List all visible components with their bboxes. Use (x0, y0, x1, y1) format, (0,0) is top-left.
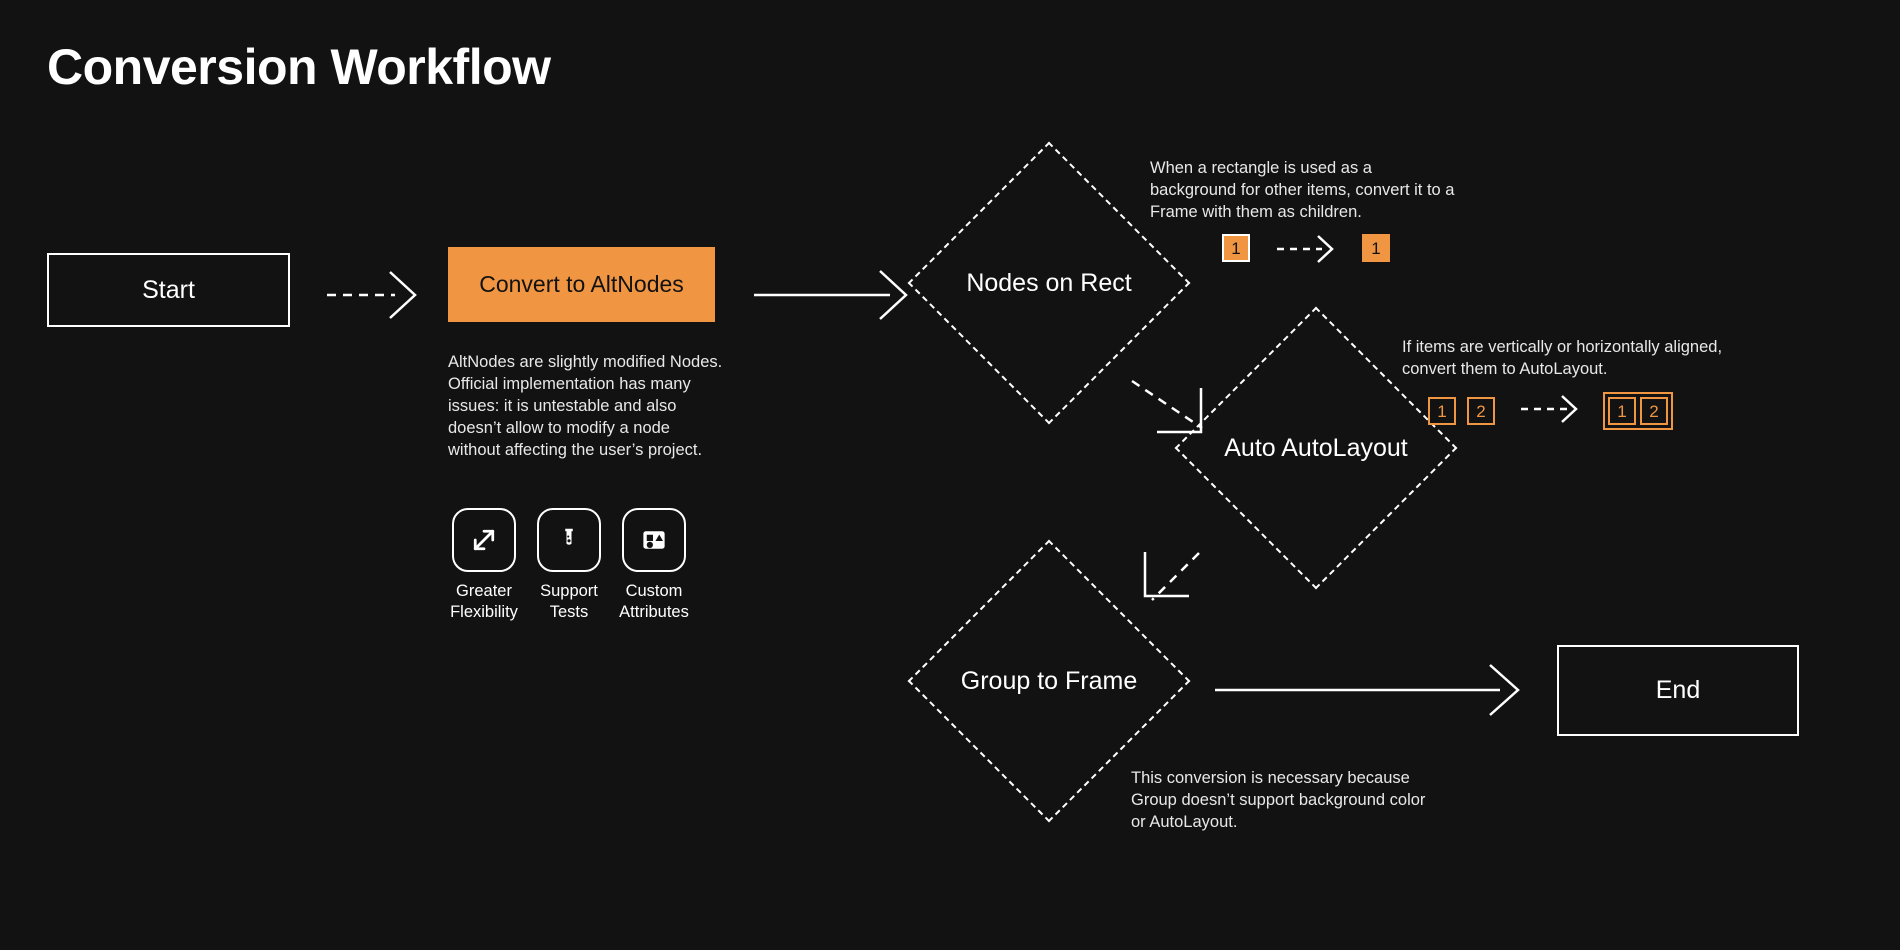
feature-label-line1: Greater (456, 582, 512, 600)
feature-label-line1: Support (540, 582, 598, 600)
node-convert-to-altnodes[interactable]: Convert to AltNodes (448, 247, 715, 322)
node-end[interactable]: End (1557, 645, 1799, 736)
expand-arrows-icon (452, 508, 516, 572)
node-group-to-frame[interactable]: Group to Frame (907, 539, 1191, 823)
feature-label: Custom Attributes (619, 581, 689, 622)
badge-before-1: 1 (1222, 234, 1250, 262)
note-group-to-frame: This conversion is necessary because Gro… (1131, 769, 1426, 831)
node-end-label: End (1655, 676, 1701, 704)
node-start-label: Start (142, 275, 195, 304)
shapes-frame-icon (622, 508, 686, 572)
feature-label-line1: Custom (625, 582, 683, 600)
badge-before-1: 1 (1428, 397, 1456, 425)
connector-group-to-end (1215, 664, 1520, 716)
note-nodes-on-rect: When a rectangle is used as a background… (1150, 159, 1455, 221)
badge-after-1: 1 (1608, 397, 1636, 425)
feature-list: Greater Flexibility Support Tests (450, 508, 689, 622)
node-auto-autolayout[interactable]: Auto AutoLayout (1174, 306, 1458, 590)
note-convert-description: AltNodes are slightly modified Nodes. Of… (448, 353, 723, 459)
badge-group-autolayout-frame: 1 2 (1603, 392, 1673, 430)
node-auto-autolayout-label: Auto AutoLayout (1224, 433, 1408, 462)
connector-start-to-convert (327, 271, 417, 319)
feature-custom-attributes[interactable]: Custom Attributes (619, 508, 689, 622)
node-nodes-on-rect-label: Nodes on Rect (966, 268, 1132, 297)
badge-after-2: 2 (1640, 397, 1668, 425)
feature-label-line2: Tests (549, 602, 589, 621)
badge-row-nodes-on-rect: 1 1 (1222, 234, 1390, 262)
feature-support-tests[interactable]: Support Tests (537, 508, 601, 622)
feature-label: Greater Flexibility (450, 581, 518, 622)
feature-label-line2: Attributes (619, 602, 689, 621)
page-title: Conversion Workflow (47, 39, 551, 95)
feature-greater-flexibility[interactable]: Greater Flexibility (450, 508, 518, 622)
badge-row-auto-autolayout: 1 2 1 2 (1428, 392, 1673, 430)
node-start[interactable]: Start (47, 253, 290, 327)
feature-label: Support Tests (540, 581, 598, 622)
badge-before-2: 2 (1467, 397, 1495, 425)
node-group-to-frame-label: Group to Frame (960, 666, 1138, 695)
note-auto-autolayout: If items are vertically or horizontally … (1402, 338, 1723, 378)
badge-after-1: 1 (1362, 234, 1390, 262)
test-tube-icon (537, 508, 601, 572)
connector-convert-to-nodes (754, 270, 908, 320)
connector-nodes-to-auto (1131, 379, 1203, 434)
node-convert-label: Convert to AltNodes (479, 271, 684, 297)
feature-label-line2: Flexibility (450, 602, 518, 621)
node-nodes-on-rect[interactable]: Nodes on Rect (907, 141, 1191, 425)
